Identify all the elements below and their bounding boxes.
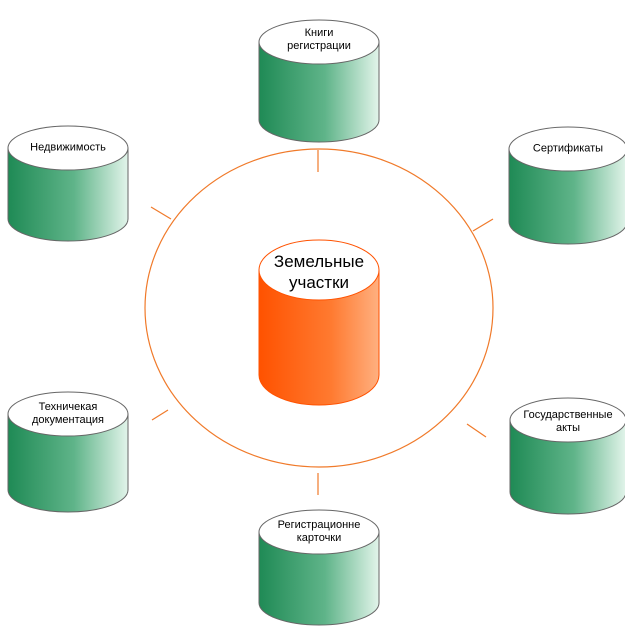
connector-techdoc — [151, 409, 169, 421]
label-books-text-line-2: регистрации — [287, 40, 351, 52]
database-books-cylinder[interactable] — [258, 19, 380, 143]
label-stateacts-text-line-1: Государственные — [523, 409, 613, 421]
label-techdoc-text-line-1: Техничекая — [38, 401, 98, 413]
connection-ring — [144, 148, 494, 468]
label-realty-text-line-1: Недвижимость — [30, 141, 106, 154]
database-stateacts-cylinder[interactable] — [509, 397, 625, 515]
label-center: Земельные участки — [274, 251, 364, 293]
database-regcards-cylinder[interactable] — [258, 509, 380, 626]
connector-stateacts — [466, 423, 487, 438]
label-books-text-line-1: Книги — [304, 27, 334, 39]
label-regcards-text-line-1: Регистрационне — [277, 519, 361, 531]
label-techdoc-text-line-2: документация — [31, 414, 105, 426]
label-certificates-text-line-1: Сертификаты — [532, 142, 604, 155]
label-realty-text: Недвижимость — [30, 142, 106, 155]
label-center-text: Земельные участки — [274, 251, 364, 293]
label-realty: Недвижимость — [30, 142, 106, 155]
center-database-cylinder[interactable] — [258, 239, 380, 406]
connector-realty — [150, 206, 172, 220]
label-center-text-line-2: участки — [288, 273, 350, 292]
label-regcards-text-line-2: карточки — [296, 532, 342, 544]
database-certificates-cylinder[interactable] — [508, 126, 625, 245]
connector-certs — [472, 218, 494, 232]
label-certificates: Сертификаты — [533, 143, 603, 156]
label-stateacts-text-line-2: акты — [556, 422, 580, 434]
label-certificates-text: Сертификаты — [533, 143, 603, 156]
database-realty-cylinder[interactable] — [7, 125, 129, 242]
database-techdoc-cylinder[interactable] — [7, 391, 129, 513]
label-center-text-line-1: Земельные — [273, 252, 365, 271]
